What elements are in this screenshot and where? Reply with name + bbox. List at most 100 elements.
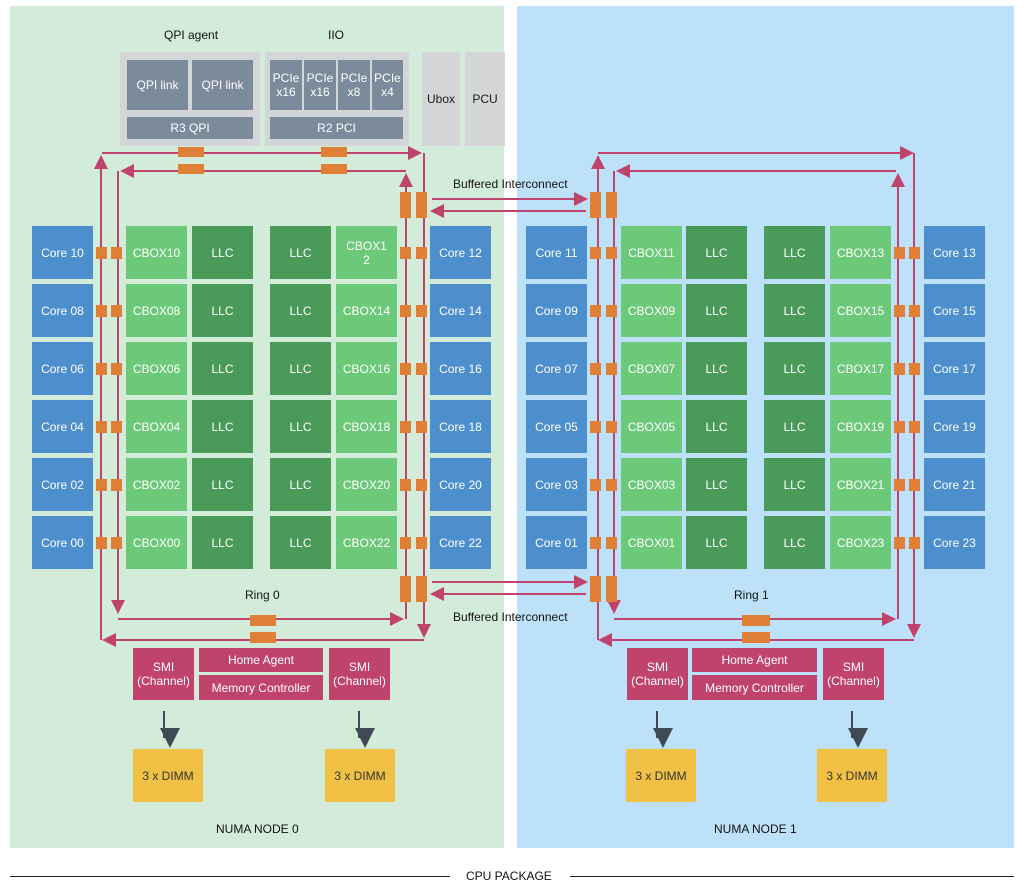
r3-qpi: R3 QPI [127, 117, 253, 139]
node1-smi-right: SMI (Channel) [823, 648, 884, 700]
pcie-x16-a: PCIe x16 [270, 60, 302, 110]
ring-stop-n1-right-a-4 [894, 479, 905, 491]
node1-core-right-5: Core 23 [924, 516, 985, 569]
ring-stop-n1-right-b-1 [909, 305, 920, 317]
pcu: PCU [465, 52, 505, 146]
numa-node-0-label: NUMA NODE 0 [216, 822, 299, 836]
cpu-package-rule-right [570, 876, 1014, 877]
pcie-x8: PCIe x8 [338, 60, 370, 110]
node0-core-right-5: Core 22 [430, 516, 491, 569]
bi-stop-n1-top-b [606, 192, 617, 218]
ubox: Ubox [422, 52, 460, 146]
ring-stop-n0-right-b-4 [416, 479, 427, 491]
node0-home-agent: Home Agent [199, 648, 323, 672]
node1-llc-left-0: LLC [686, 226, 747, 279]
bi-stop-n0-top-a [400, 192, 411, 218]
node1-llc-right-4: LLC [764, 458, 825, 511]
node0-cbox-right-4: CBOX20 [336, 458, 397, 511]
ring-stop-n0-right-b-5 [416, 537, 427, 549]
node1-cbox-right-1: CBOX15 [830, 284, 891, 337]
qpi-link-1: QPI link [127, 60, 188, 110]
ring-stop-n1-left-b-0 [606, 247, 617, 259]
bi-stop-n0-bot-b [416, 576, 427, 602]
node0-cbox-left-0: CBOX10 [126, 226, 187, 279]
ring-stop-n0-left-a-4 [96, 479, 107, 491]
node0-llc-right-3: LLC [270, 400, 331, 453]
ring-stop-n0-left-b-5 [111, 537, 122, 549]
node0-cbox-left-2: CBOX06 [126, 342, 187, 395]
ring-stop-n1-right-a-3 [894, 421, 905, 433]
ring-stop-n0-left-b-1 [111, 305, 122, 317]
node1-core-left-4: Core 03 [526, 458, 587, 511]
node0-cbox-left-1: CBOX08 [126, 284, 187, 337]
buffered-interconnect-bottom-label: Buffered Interconnect [453, 610, 568, 624]
ring-stop-n0-right-b-3 [416, 421, 427, 433]
cpu-package-label: CPU PACKAGE [466, 869, 552, 883]
ring-stop-n0-left-a-3 [96, 421, 107, 433]
node1-smi-left: SMI (Channel) [627, 648, 688, 700]
ring-stop-n0-left-a-5 [96, 537, 107, 549]
node1-core-right-1: Core 15 [924, 284, 985, 337]
node1-llc-left-2: LLC [686, 342, 747, 395]
node1-home-agent: Home Agent [692, 648, 817, 672]
node1-llc-right-0: LLC [764, 226, 825, 279]
node0-cbox-left-3: CBOX04 [126, 400, 187, 453]
node1-core-left-0: Core 11 [526, 226, 587, 279]
node1-llc-left-3: LLC [686, 400, 747, 453]
ring-stop-n0-right-b-1 [416, 305, 427, 317]
ring-stop-n0-left-b-2 [111, 363, 122, 375]
ring-stop-n0-right-a-1 [400, 305, 411, 317]
node1-llc-right-5: LLC [764, 516, 825, 569]
ring-stop-n1-right-a-1 [894, 305, 905, 317]
node0-cbox-right-2: CBOX16 [336, 342, 397, 395]
node1-core-right-3: Core 19 [924, 400, 985, 453]
node1-core-right-4: Core 21 [924, 458, 985, 511]
ring-stop-qpi-a [178, 147, 204, 157]
ring-stop-n0-left-b-0 [111, 247, 122, 259]
qpi-link-2: QPI link [192, 60, 253, 110]
node0-smi-right: SMI (Channel) [329, 648, 390, 700]
node0-llc-left-4: LLC [192, 458, 253, 511]
ring-stop-n1-right-b-0 [909, 247, 920, 259]
node1-llc-left-5: LLC [686, 516, 747, 569]
node0-dimm-left: 3 x DIMM [133, 749, 203, 802]
ring-stop-qpi-b [178, 164, 204, 174]
node0-core-left-0: Core 10 [32, 226, 93, 279]
qpi-agent-label: QPI agent [164, 28, 219, 42]
ring-stop-n1-left-b-2 [606, 363, 617, 375]
node0-cbox-right-1: CBOX14 [336, 284, 397, 337]
bi-stop-n0-bot-a [400, 576, 411, 602]
node1-llc-right-2: LLC [764, 342, 825, 395]
node1-cbox-left-0: CBOX11 [621, 226, 682, 279]
node0-core-left-4: Core 02 [32, 458, 93, 511]
r2-pci: R2 PCI [270, 117, 403, 139]
ring-stop-n1-left-a-5 [590, 537, 601, 549]
node1-core-left-2: Core 07 [526, 342, 587, 395]
ring-stop-n0-right-a-5 [400, 537, 411, 549]
ring-stop-n1-left-a-2 [590, 363, 601, 375]
ring-stop-n0-left-a-1 [96, 305, 107, 317]
ring-stop-n0-left-a-0 [96, 247, 107, 259]
ring-stop-n1-right-a-5 [894, 537, 905, 549]
node1-cbox-right-0: CBOX13 [830, 226, 891, 279]
ring-0-label: Ring 0 [245, 588, 280, 602]
ring-stop-n1-left-b-1 [606, 305, 617, 317]
ring-stop-pci-a [321, 147, 347, 157]
node1-cbox-left-1: CBOX09 [621, 284, 682, 337]
node0-core-right-4: Core 20 [430, 458, 491, 511]
ring-stop-n1-left-b-4 [606, 479, 617, 491]
node1-memory-controller: Memory Controller [692, 675, 817, 700]
node0-smi-left: SMI (Channel) [133, 648, 194, 700]
ring-stop-n0-right-a-2 [400, 363, 411, 375]
node0-llc-left-2: LLC [192, 342, 253, 395]
node0-cbox-right-5: CBOX22 [336, 516, 397, 569]
node1-cbox-right-3: CBOX19 [830, 400, 891, 453]
ring-stop-n1-ha-a [742, 615, 770, 626]
node1-core-left-3: Core 05 [526, 400, 587, 453]
ring-stop-n1-left-a-4 [590, 479, 601, 491]
ring-stop-n0-right-b-0 [416, 247, 427, 259]
ring-stop-n0-right-b-2 [416, 363, 427, 375]
ring-stop-n1-ha-b [742, 632, 770, 643]
node0-llc-left-0: LLC [192, 226, 253, 279]
node0-cbox-left-4: CBOX02 [126, 458, 187, 511]
